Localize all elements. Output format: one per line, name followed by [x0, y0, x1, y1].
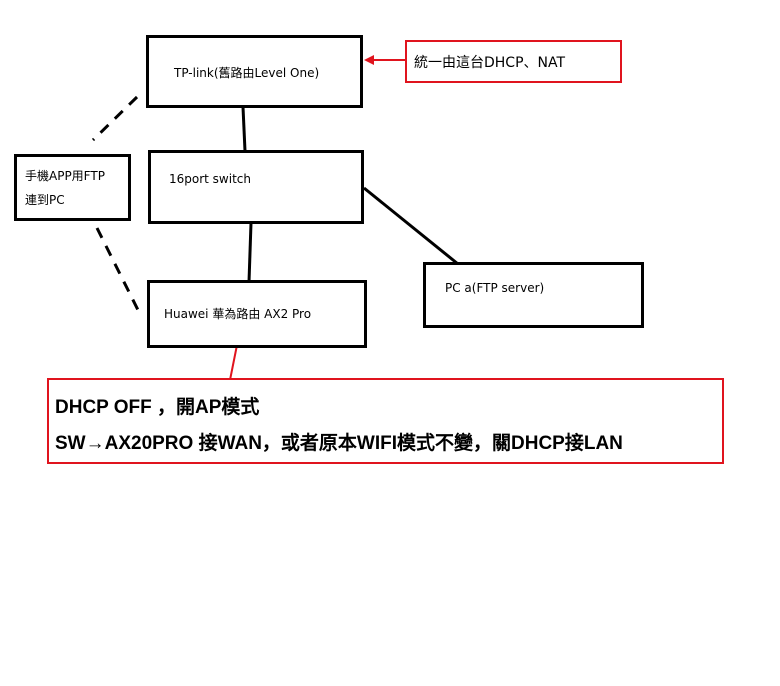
note-ap-mode: DHCP OFF ，開AP模式 SW→AX20PRO 接WAN，或者原本WIFI…: [47, 378, 724, 464]
wifi-link-tplink-phone: [91, 95, 139, 142]
note-dhcp-nat: 統一由這台DHCP、NAT: [405, 40, 622, 83]
phone-app-node: 手機APP用FTP 連到PC: [14, 154, 131, 221]
pc-ftp-server-label: PC a(FTP server): [445, 281, 545, 295]
link-switch-huawei: [247, 222, 253, 283]
pc-ftp-server-node: PC a(FTP server): [423, 262, 644, 328]
note-ap-mode-line2: SW→AX20PRO 接WAN，或者原本WIFI模式不變，關DHCP接LAN: [55, 433, 623, 454]
huawei-router-label: Huawei 華為路由 AX2 Pro: [164, 307, 312, 321]
link-tplink-switch: [241, 106, 247, 152]
link-switch-pc: [363, 186, 459, 266]
wifi-link-phone-huawei: [95, 227, 141, 313]
phone-app-label-line1: 手機APP用FTP: [25, 169, 105, 183]
tplink-router-label: TP-link(舊路由Level One): [174, 66, 320, 80]
note-dhcp-nat-text: 統一由這台DHCP、NAT: [414, 55, 566, 71]
phone-app-label-line2: 連到PC: [25, 193, 65, 207]
switch-label: 16port switch: [169, 172, 251, 186]
tplink-router-node: TP-link(舊路由Level One): [146, 35, 363, 108]
note-ap-mode-line1: DHCP OFF ，開AP模式: [55, 397, 260, 418]
switch-node: 16port switch: [148, 150, 364, 224]
huawei-router-node: Huawei 華為路由 AX2 Pro: [147, 280, 367, 348]
